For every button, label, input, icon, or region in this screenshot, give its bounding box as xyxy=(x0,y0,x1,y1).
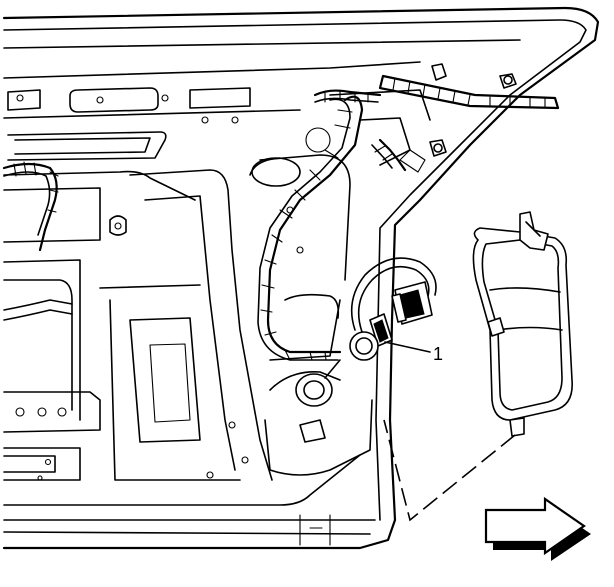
liftgate-panel xyxy=(2,6,600,550)
callout-1: 1 xyxy=(384,341,443,364)
lamp-socket-connector xyxy=(295,257,437,407)
direction-arrow-icon xyxy=(484,496,591,561)
callout-1-label: 1 xyxy=(433,344,443,364)
middle-inner-structure xyxy=(3,89,431,481)
callout-1-leader xyxy=(384,341,431,353)
upper-inner-panel xyxy=(3,61,421,161)
install-path-line xyxy=(383,419,516,522)
tail-lamp-housing xyxy=(472,211,573,437)
fasteners xyxy=(299,63,517,443)
wiring-harness xyxy=(2,74,560,361)
